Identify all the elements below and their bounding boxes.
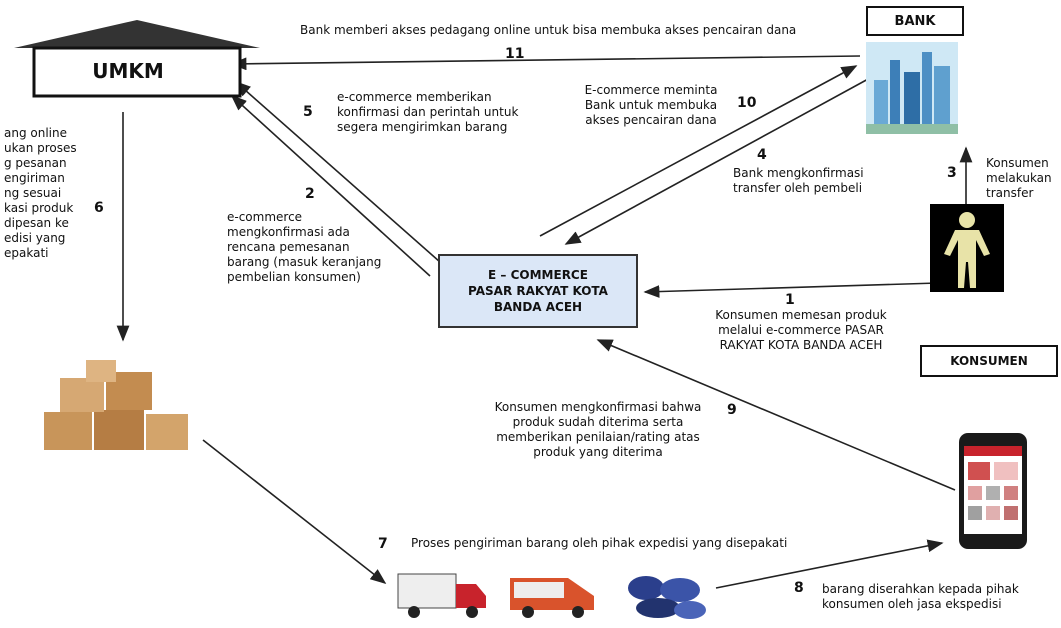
step-5-text: e-commerce memberikan konfirmasi dan per… [337, 90, 519, 134]
konsumen-label: KONSUMEN [920, 345, 1058, 377]
step-9-text: Konsumen mengkonfirmasi bahwa produk sud… [494, 400, 702, 459]
step-6-number: 6 [94, 200, 104, 216]
step-10-number: 10 [737, 95, 757, 111]
cardboard-boxes-icon [44, 360, 188, 450]
step-8-number: 8 [794, 580, 804, 596]
step-5-number: 5 [303, 104, 313, 120]
step-11-number: 11 [505, 46, 525, 62]
van-icon [510, 578, 594, 618]
arrow-1 [643, 282, 939, 298]
step-6-text: ang online ukan proses g pesanan engirim… [4, 126, 77, 260]
step-1-number: 1 [785, 292, 795, 308]
motorbikes-icon [624, 568, 710, 622]
city-buildings-icon [866, 42, 958, 134]
arrow-9 [596, 339, 956, 491]
person-icon [930, 204, 1004, 292]
step-3-text: Konsumen melakukan transfer [986, 156, 1052, 200]
arrow-7 [202, 439, 387, 584]
step-3-number: 3 [947, 165, 957, 181]
step-2-number: 2 [305, 186, 315, 202]
step-2-text: e-commerce mengkonfirmasi ada rencana pe… [227, 210, 382, 284]
step-8-text: barang diserahkan kepada pihak konsumen … [822, 582, 1019, 611]
arrow-8 [715, 539, 944, 589]
step-7-number: 7 [378, 536, 388, 552]
step-4-text: Bank mengkonfirmasi transfer oleh pembel… [733, 166, 864, 195]
smartphone-icon [959, 433, 1027, 549]
step-11-text: Bank memberi akses pedagang online untuk… [300, 23, 797, 37]
truck-icon [397, 573, 486, 618]
umkm-label: UMKM [92, 59, 164, 83]
step-1-text: Konsumen memesan produk melalui e-commer… [715, 308, 887, 352]
step-7-text: Proses pengiriman barang oleh pihak expe… [411, 536, 788, 550]
arrow-10 [539, 65, 858, 237]
bank-label: BANK [866, 6, 964, 36]
arrow-11 [230, 55, 861, 71]
warehouse-roof-icon [14, 20, 260, 98]
step-9-number: 9 [727, 402, 737, 418]
arrow-2 [230, 94, 431, 277]
step-10-text: E-commerce meminta Bank untuk membuka ak… [584, 83, 718, 127]
arrow-5 [234, 80, 441, 263]
step-4-number: 4 [757, 147, 767, 163]
ecommerce-node: E – COMMERCE PASAR RAKYAT KOTA BANDA ACE… [438, 254, 638, 328]
arrow-4 [564, 77, 871, 245]
